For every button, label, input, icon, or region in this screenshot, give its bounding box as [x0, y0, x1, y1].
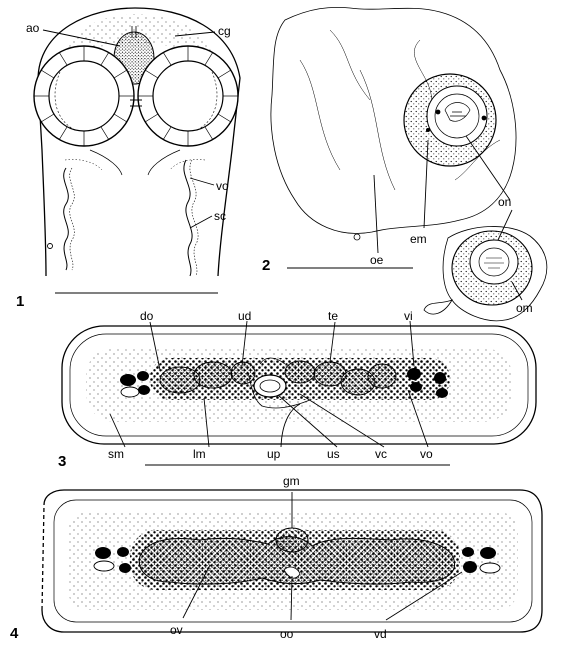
figure-number-3: 3 [58, 453, 66, 470]
label-vc: vc [375, 447, 387, 461]
label-sc: sc [214, 209, 226, 223]
testes [159, 360, 397, 396]
figure-number-2: 2 [262, 257, 270, 274]
lateral-nerves-left [120, 371, 150, 398]
label-gm: gm [283, 474, 300, 488]
figure-1-drawing: ao cg vo sc 1 [16, 7, 241, 310]
left-eye-rays [34, 46, 134, 146]
figure-number-4: 4 [10, 625, 19, 642]
label-vo-fig1: vo [216, 179, 229, 193]
label-lm: lm [193, 447, 206, 461]
label-ud: ud [238, 309, 251, 323]
lateral-nerves-right [407, 368, 448, 398]
lateral-organs-left [93, 547, 131, 573]
figure-3-drawing: do ud te vi sm lm up us vc vo 3 [58, 309, 537, 470]
label-vi: vi [404, 309, 413, 323]
label-ao: ao [26, 21, 40, 35]
label-on: on [498, 195, 511, 209]
label-em: em [410, 232, 427, 246]
label-us: us [327, 447, 340, 461]
lateral-organs-right [462, 547, 501, 574]
figure-number-1: 1 [16, 293, 24, 310]
label-oo: oo [280, 627, 294, 641]
label-do: do [140, 309, 154, 323]
figure-2-drawing: oe em on om 2 [262, 6, 548, 322]
label-om: om [516, 301, 533, 315]
label-vd: vd [374, 627, 387, 641]
right-eye-rays [138, 46, 238, 146]
label-cg: cg [218, 24, 231, 38]
label-ov: ov [170, 623, 183, 637]
label-up: up [267, 447, 281, 461]
label-sm: sm [108, 447, 124, 461]
label-te: te [328, 309, 338, 323]
label-oe: oe [370, 253, 384, 267]
figure-4-drawing: gm ov oo vd 4 [10, 474, 543, 642]
label-vo-fig3: vo [420, 447, 433, 461]
